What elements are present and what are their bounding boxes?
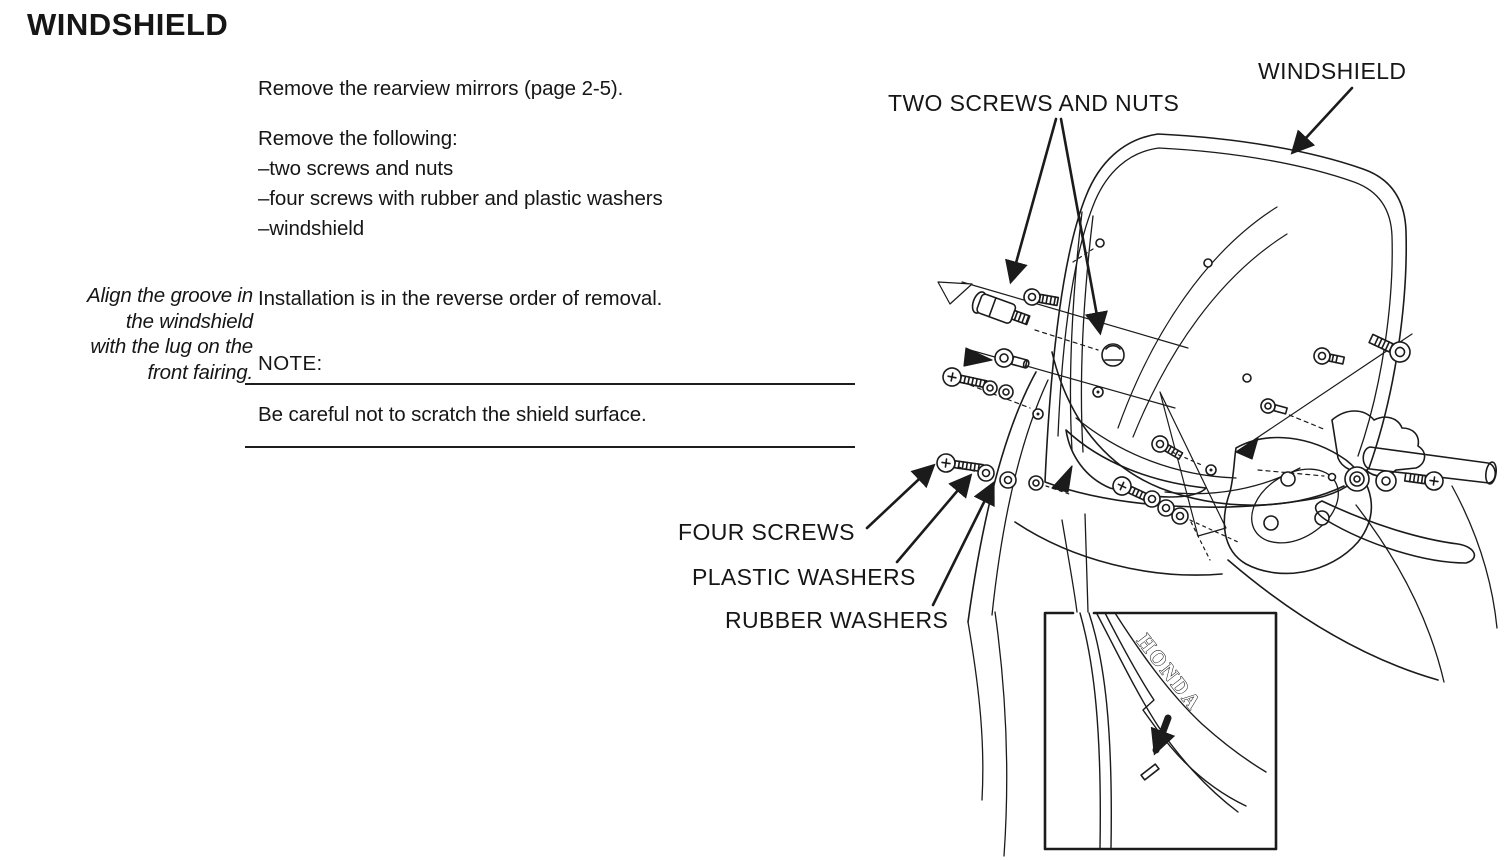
removal-item-screws-nuts: –two screws and nuts xyxy=(258,157,454,180)
step-installation: Installation is in the reverse order of … xyxy=(258,287,663,310)
screw-hole xyxy=(1092,386,1104,398)
washer xyxy=(1171,507,1189,525)
washer xyxy=(1143,490,1161,508)
removal-item-windshield: –windshield xyxy=(258,217,365,240)
removal-item-screws-washers: –four screws with rubber and plastic was… xyxy=(258,187,663,210)
margin-note-line: front fairing. xyxy=(147,360,254,384)
washer xyxy=(998,384,1014,400)
screw-upper-right xyxy=(1313,347,1346,365)
margin-note: Align the groove in the windshield with … xyxy=(28,283,253,385)
thick-washer xyxy=(1344,466,1370,492)
washer xyxy=(1028,475,1044,491)
step-remove-mirrors: Remove the rearview mirrors (page 2-5). xyxy=(258,77,624,100)
groove-lug-inset: HONDA xyxy=(1043,611,1278,851)
note-body: Be careful not to scratch the shield sur… xyxy=(258,403,647,426)
screw-right-row xyxy=(1403,471,1444,491)
plastic-washer xyxy=(977,464,995,482)
washer xyxy=(1157,499,1175,517)
dome-nut xyxy=(1101,343,1125,367)
margin-note-line: the windshield xyxy=(125,309,253,333)
bolt-upper-right xyxy=(1368,333,1411,363)
screw-small-top xyxy=(1023,288,1060,307)
washer xyxy=(982,380,998,396)
rubber-washer xyxy=(999,471,1017,489)
callout-windshield: WINDSHIELD xyxy=(1258,58,1407,84)
screw-bottom-left xyxy=(936,453,984,473)
callout-four-screws: FOUR SCREWS xyxy=(678,519,855,545)
callout-two-screws-and-nuts: TWO SCREWS AND NUTS xyxy=(888,90,1180,116)
page-title: WINDSHIELD xyxy=(27,7,229,42)
margin-note-line: Align the groove in xyxy=(86,284,253,307)
groove-pointer-arrow xyxy=(1150,714,1176,756)
screw-cowl-center xyxy=(1151,435,1184,460)
screw-hole xyxy=(1205,464,1217,476)
screw-hole xyxy=(1242,373,1252,383)
hardware-parts xyxy=(936,288,1444,561)
screw-upper-left xyxy=(942,367,988,389)
callout-plastic-washers: PLASTIC WASHERS xyxy=(692,564,916,590)
note-rule-bottom xyxy=(245,446,855,448)
screw-well-nut xyxy=(971,291,1031,326)
washer xyxy=(1375,470,1397,492)
callout-rubber-washers: RUBBER WASHERS xyxy=(725,607,949,633)
assembly-axis-lines xyxy=(937,281,1413,537)
note-rule-top xyxy=(245,383,855,385)
screw-hole xyxy=(1032,408,1044,420)
note-label: NOTE: xyxy=(258,352,323,375)
step-remove-following: Remove the following: xyxy=(258,127,458,150)
margin-note-line: with the lug on the xyxy=(90,335,253,358)
stud-tip xyxy=(1327,472,1337,482)
screw-panel-edge xyxy=(1260,398,1288,415)
fairing-lug xyxy=(1140,763,1160,781)
bolt-mid-left xyxy=(994,348,1030,369)
